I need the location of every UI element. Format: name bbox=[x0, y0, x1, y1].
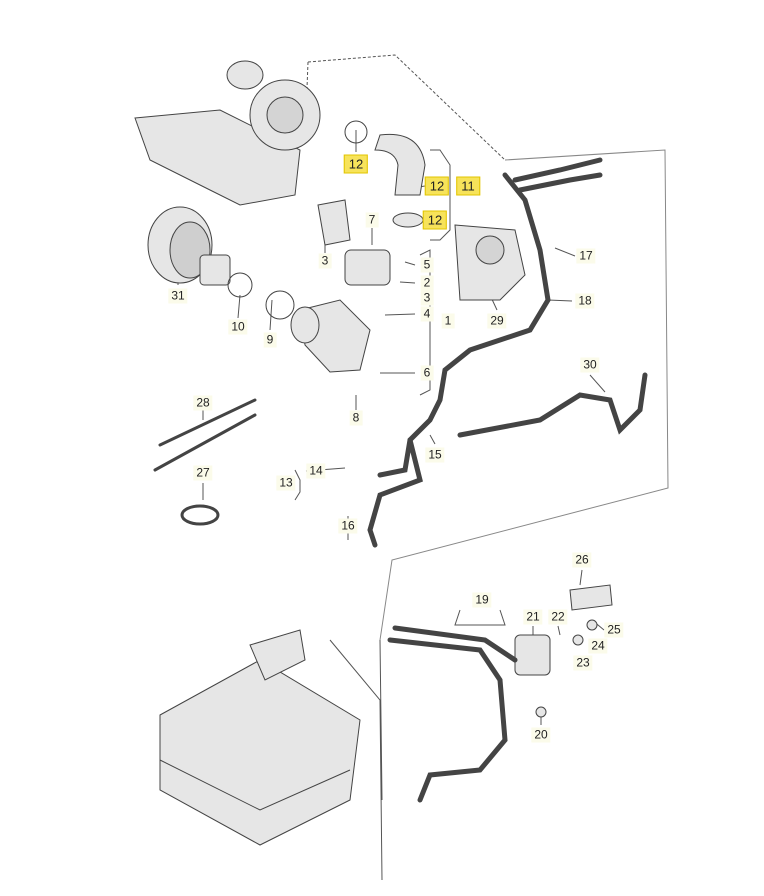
part-label-3: 3 bbox=[318, 253, 332, 269]
boundary-line bbox=[379, 149, 669, 641]
part-label-2: 2 bbox=[420, 275, 434, 291]
part-label-11: 11 bbox=[456, 176, 480, 196]
part-label-10: 10 bbox=[228, 319, 248, 335]
part-label-8: 8 bbox=[349, 410, 363, 426]
intake-hose bbox=[374, 133, 426, 196]
part-label-27: 27 bbox=[193, 465, 213, 481]
vacuum-line bbox=[392, 625, 518, 663]
vacuum-line bbox=[387, 637, 508, 803]
part-label-18: 18 bbox=[575, 293, 595, 309]
part-label-1: 1 bbox=[441, 313, 455, 329]
part-label-24: 24 bbox=[588, 638, 608, 654]
air-filter-box bbox=[159, 659, 361, 846]
part-label-17: 17 bbox=[576, 248, 596, 264]
part-label-23: 23 bbox=[573, 655, 593, 671]
part-label-12: 12 bbox=[422, 210, 448, 230]
part-label-7: 7 bbox=[365, 212, 379, 228]
part-label-14: 14 bbox=[306, 463, 326, 479]
part-label-20: 20 bbox=[531, 727, 551, 743]
part-label-3: 3 bbox=[420, 290, 434, 306]
part-label-13: 13 bbox=[276, 475, 296, 491]
part-label-6: 6 bbox=[420, 365, 434, 381]
part-label-12: 12 bbox=[343, 154, 369, 174]
part-label-9: 9 bbox=[263, 332, 277, 348]
part-label-16: 16 bbox=[338, 518, 358, 534]
part-label-5: 5 bbox=[420, 257, 434, 273]
part-label-28: 28 bbox=[193, 395, 213, 411]
part-label-21: 21 bbox=[523, 609, 543, 625]
part-label-26: 26 bbox=[572, 552, 592, 568]
vacuum-line bbox=[367, 437, 423, 548]
part-label-4: 4 bbox=[420, 306, 434, 322]
part-label-19: 19 bbox=[472, 592, 492, 608]
part-label-12: 12 bbox=[424, 176, 450, 196]
part-label-30: 30 bbox=[580, 357, 600, 373]
vacuum-line bbox=[512, 157, 603, 193]
part-label-25: 25 bbox=[604, 622, 624, 638]
part-label-29: 29 bbox=[487, 313, 507, 329]
part-label-22: 22 bbox=[548, 609, 568, 625]
part-label-15: 15 bbox=[425, 447, 445, 463]
boundary-line bbox=[329, 639, 383, 881]
part-label-31: 31 bbox=[168, 288, 188, 304]
vacuum-line bbox=[457, 372, 648, 438]
